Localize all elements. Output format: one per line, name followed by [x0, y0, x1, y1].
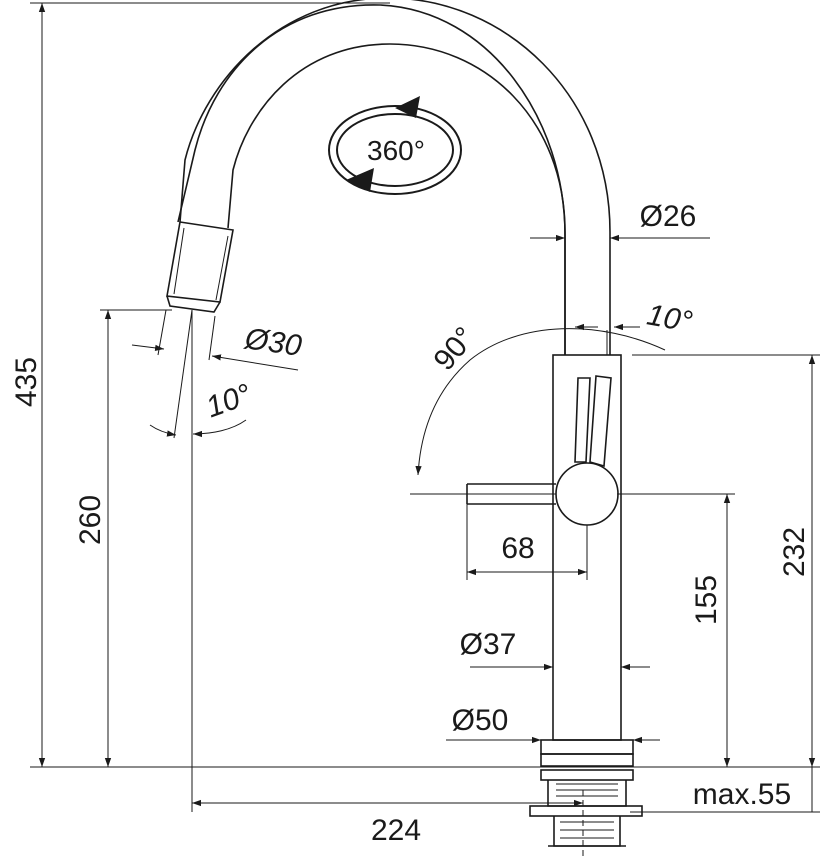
lever-slot-right: [589, 375, 612, 468]
dim-reach: 224: [371, 814, 421, 847]
dim-body-diameter: Ø37: [460, 628, 517, 661]
dim-outlet-tilt: 10°: [202, 378, 256, 425]
aerator-tip: [166, 295, 221, 313]
lever-slot-left: [574, 377, 591, 463]
dim-base-diameter: Ø50: [452, 704, 509, 737]
dim-total-height: 435: [10, 357, 43, 407]
dim-spout-tilt: 10°: [644, 298, 694, 338]
dim-outlet-diameter: Ø30: [242, 322, 304, 363]
dim-lever-height: 155: [690, 575, 723, 625]
dim-outlet-height: 260: [74, 495, 107, 545]
faucet-outline: [166, 4, 643, 847]
dimension-labels: 435 260 224 Ø26 Ø30 10° 10° 90° 68 155 2…: [10, 200, 811, 847]
dim-deck-thickness: max.55: [693, 778, 791, 811]
spout-curves: [179, 0, 611, 355]
rotation-icon: 360°: [328, 96, 462, 195]
faucet-base: [540, 739, 634, 755]
dim-lever-swing: 90°: [427, 321, 481, 377]
dim-tube-diameter: Ø26: [640, 200, 697, 233]
dim-body-height: 232: [778, 527, 811, 577]
dimension-lines: [30, 2, 820, 858]
lever-knob: [555, 462, 619, 526]
dim-lever-length: 68: [501, 532, 534, 565]
rotation-label: 360°: [367, 135, 425, 166]
